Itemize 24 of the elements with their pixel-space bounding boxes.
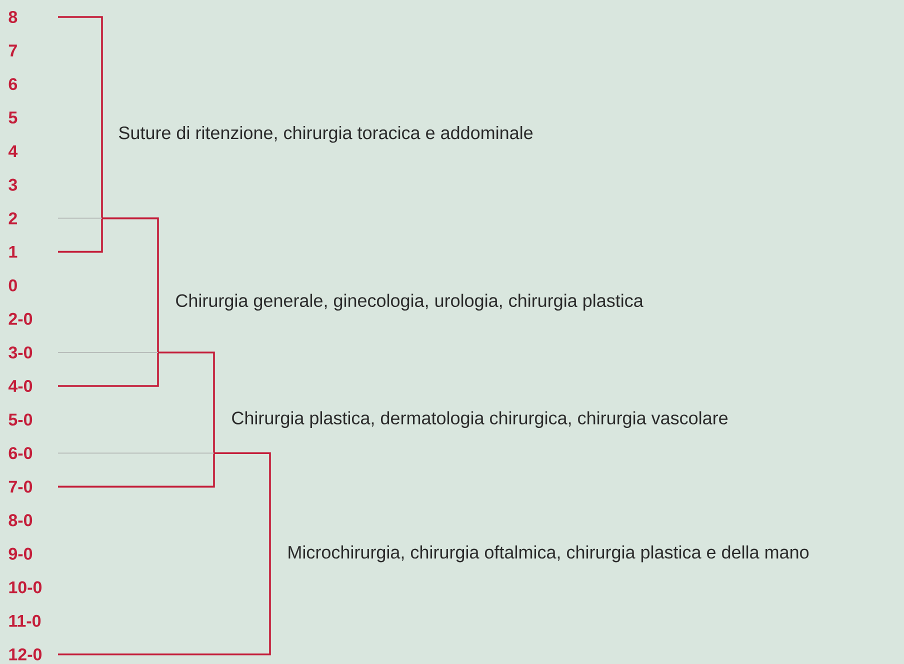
usage-text: Chirurgia generale, ginecologia, urologia, chirurgia plastica bbox=[176, 294, 644, 311]
size-label: 10-0 bbox=[9, 581, 42, 594]
size-label: 2-0 bbox=[8, 312, 32, 325]
size-label: 5-0 bbox=[8, 414, 32, 426]
size-label: 4-0 bbox=[8, 380, 32, 392]
size-label: 0 bbox=[8, 279, 17, 292]
usage-text: Chirurgia plastica, dermatologia chirurgica, chirurgia vascolare bbox=[232, 411, 728, 428]
usage-text: Suture di ritenzione, chirurgia toracica e addominale bbox=[119, 126, 533, 143]
size-label: 7-0 bbox=[8, 480, 32, 493]
size-label: 7 bbox=[8, 44, 17, 56]
size-label: 8-0 bbox=[8, 514, 32, 526]
size-label: 6 bbox=[8, 78, 18, 90]
size-label: 4 bbox=[8, 145, 18, 158]
size-label: 11-0 bbox=[9, 614, 41, 627]
size-label: 8 bbox=[8, 10, 18, 24]
size-label: 3-0 bbox=[8, 346, 32, 359]
usage-text: Microchirurgia, chirurgia oftalmica, chirurgia plastica e della mano bbox=[288, 545, 809, 562]
size-label: 2 bbox=[8, 212, 17, 224]
size-label: 1 bbox=[9, 246, 18, 258]
size-label: 9-0 bbox=[8, 548, 32, 560]
size-label: 5 bbox=[8, 112, 18, 124]
size-label: 12-0 bbox=[9, 648, 42, 660]
size-label: 6-0 bbox=[8, 447, 32, 460]
size-label: 3 bbox=[8, 178, 18, 191]
